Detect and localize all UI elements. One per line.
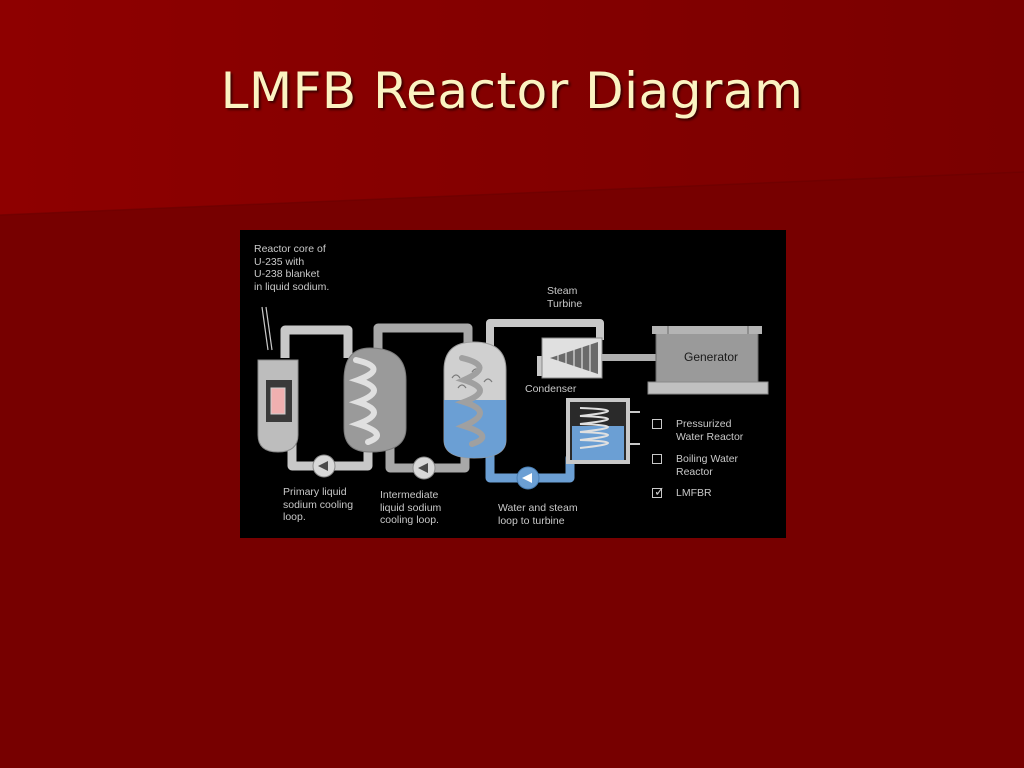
legend-label: LMFBR <box>676 487 712 499</box>
turbine-label: Steam Turbine <box>547 285 583 310</box>
reactor-diagram: Reactor core of U-235 with U-238 blanket… <box>240 230 786 538</box>
generator <box>647 326 769 395</box>
intermediate-pump <box>412 456 436 480</box>
water-pump <box>516 466 540 490</box>
core-label: Reactor core of U-235 with U-238 blanket… <box>254 243 330 293</box>
legend-checkbox-checked: ✓ <box>652 484 665 499</box>
water-loop-label: Water and steam loop to turbine <box>498 502 578 527</box>
diagram-graphic <box>257 306 769 490</box>
legend-checkbox <box>652 419 662 429</box>
steam-turbine <box>541 337 656 379</box>
legend-checkbox <box>652 454 662 464</box>
slide-title: LMFB Reactor Diagram <box>220 62 804 120</box>
condenser-label: Condenser <box>525 383 577 395</box>
reactor-vessel <box>257 306 299 453</box>
legend-label: Pressurized Water Reactor <box>676 418 744 443</box>
primary-pump <box>312 454 336 478</box>
steam-pipe <box>486 319 604 376</box>
generator-label: Generator <box>683 350 739 364</box>
intermediate-loop-label: Intermediate liquid sodium cooling loop. <box>380 489 442 526</box>
primary-heat-exchanger <box>343 347 407 453</box>
legend-label: Boiling Water Reactor <box>676 453 739 478</box>
primary-loop-label: Primary liquid sodium cooling loop. <box>283 486 354 523</box>
check-icon: ✓ <box>654 484 665 499</box>
steam-generator <box>443 341 507 459</box>
condenser <box>566 398 640 464</box>
